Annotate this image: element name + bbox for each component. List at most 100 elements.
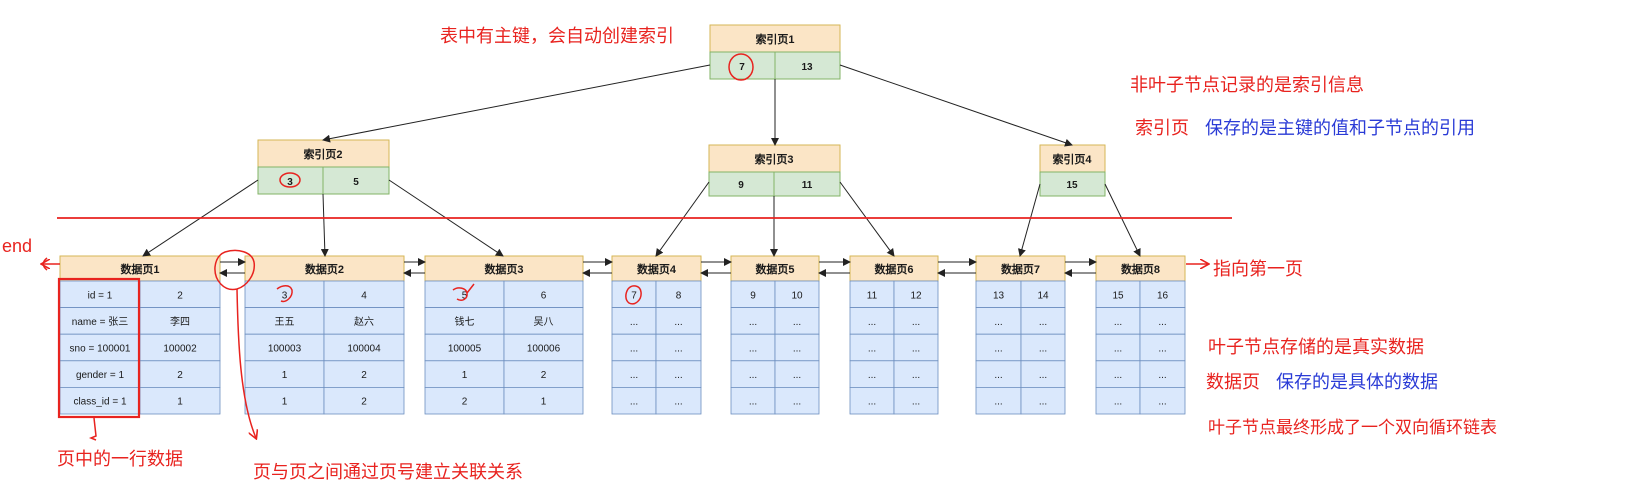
index-page-2: 索引页2 3 5 [257,139,390,195]
data-page-2-cell-bg [323,333,405,362]
data-page-2-cell: 100004 [347,344,381,355]
data-page-3-cell-bg [424,386,505,415]
data-page-5-cell: 10 [791,290,803,301]
data-page-2-cell: 王五 [275,317,295,328]
data-page-8-header [1095,255,1186,282]
data-page-4-cell: ... [630,370,638,381]
data-page-8-cell-bg [1095,307,1141,335]
data-page-4-cell: ... [674,344,682,355]
data-page-6-cell-bg [849,360,895,388]
data-page-8-cell-bg [1139,360,1186,388]
data-page-6-cell: ... [912,370,920,381]
data-page-8-cell: ... [1158,370,1166,381]
data-page-7-cell: 14 [1037,290,1049,301]
data-page-4-cell-bg [655,333,702,362]
data-page-2-title: 数据页2 [305,262,344,276]
circle-key-5-data [452,283,475,301]
arrow-idx3-to-dp6 [839,181,895,257]
index-page-4-key-1: 15 [1066,180,1078,191]
data-page-8-cell-bg [1139,386,1186,415]
data-page-7-header [975,255,1066,282]
data-page-6-cell: ... [868,370,876,381]
index-page-4-title: 索引页4 [1052,152,1092,166]
data-page-4-cell: ... [674,370,682,381]
arrow-idx2-to-dp2 [320,193,329,257]
data-page-3-cell: 2 [462,397,468,408]
data-page-5-cell-bg [774,386,820,415]
nonleaf-note: 非叶子节点记录的是索引信息 [1130,75,1364,95]
data-page-7-cell-bg [1020,333,1066,362]
data-page-8-cell: ... [1158,344,1166,355]
data-page-1-header [59,255,221,282]
data-page-5-cell: ... [793,344,801,355]
data-page-2-cell-bg [323,386,405,415]
data-page-5-title: 数据页5 [755,262,794,276]
index-page-1-header [709,24,841,53]
data-page-4-cell-bg [611,360,657,388]
index-page-2-key-1: 3 [287,177,293,188]
data-page-4-cell-bg [655,386,702,415]
link-note: 页与页之间通过页号建立关联关系 [253,462,523,482]
data-page-1-cell-bg [59,386,141,415]
data-page-5-cell: ... [793,370,801,381]
data-page-2-cell: 2 [361,370,367,381]
data-page-5-cell-bg [774,280,820,309]
data-page-4-cell: ... [674,317,682,328]
tree-arrows [142,64,1141,257]
data-page-6-cell-bg [893,360,939,388]
data-page-5-cell-bg [730,386,776,415]
data-page-1-cell: 1 [177,397,183,408]
circle-key-3-index [279,172,301,188]
data-page-1-cell: 100002 [163,344,197,355]
data-page-1-cell-bg [59,280,141,309]
arrow-idx3-to-dp4 [655,181,710,257]
data-page-2-cell: 1 [282,397,288,408]
data-page-8-cell: ... [1114,370,1122,381]
index-page-4: 索引页4 15 [1039,144,1106,197]
row-note-arrow [88,417,97,441]
data-page-8-cell-bg [1095,360,1141,388]
data-page-7-cell: 13 [993,290,1005,301]
data-page-3-cell-bg [424,307,505,335]
data-page-7-cell: ... [1039,370,1047,381]
data-page-3-cell: 5 [462,290,468,301]
end-label: end [2,236,32,256]
first-page-label: 指向第一页 [1213,259,1303,279]
data-page-7-cell-bg [1020,386,1066,415]
data-page-4-cell-bg [655,360,702,388]
data-page-5-cell-bg [730,360,776,388]
index-page-desc: 保存的是主键的值和子节点的引用 [1205,118,1475,138]
data-page-2-cell-bg [323,360,405,388]
data-page-2-cell: 赵六 [354,315,374,328]
data-page-4-cell-bg [611,307,657,335]
data-page-5-cell: 9 [750,290,756,301]
data-page-5-cell: ... [749,397,757,408]
data-page-5-cell: ... [749,370,757,381]
data-page-5-cell: ... [793,317,801,328]
index-page-label: 索引页 [1135,118,1189,138]
data-page-4-cell-bg [611,333,657,362]
data-page-2-cell: 3 [282,290,288,301]
data-page-label: 数据页 [1206,372,1260,392]
data-page-5-cell: ... [749,344,757,355]
data-page-3-cell: 1 [541,397,547,408]
data-page-6-cell-bg [893,386,939,415]
data-page-3-cell: 100006 [527,344,561,355]
row-note: 页中的一行数据 [57,449,183,469]
data-page-4-cell: 7 [631,290,637,301]
data-page-7-cell: ... [1039,344,1047,355]
data-page-5-cell: ... [793,397,801,408]
data-page-1-cell: class_id = 1 [73,397,127,408]
index-page-3-key-2: 11 [802,180,813,191]
data-page-2-cell-bg [244,333,325,362]
data-page-1-cell: 李四 [170,315,190,328]
data-page-2-cell: 1 [282,370,288,381]
arrow-idx4-to-dp8 [1104,183,1141,257]
data-page-8-cell: 15 [1112,290,1124,301]
data-page-1-cell-bg [59,333,141,362]
data-page-1-cell: id = 1 [88,290,113,301]
